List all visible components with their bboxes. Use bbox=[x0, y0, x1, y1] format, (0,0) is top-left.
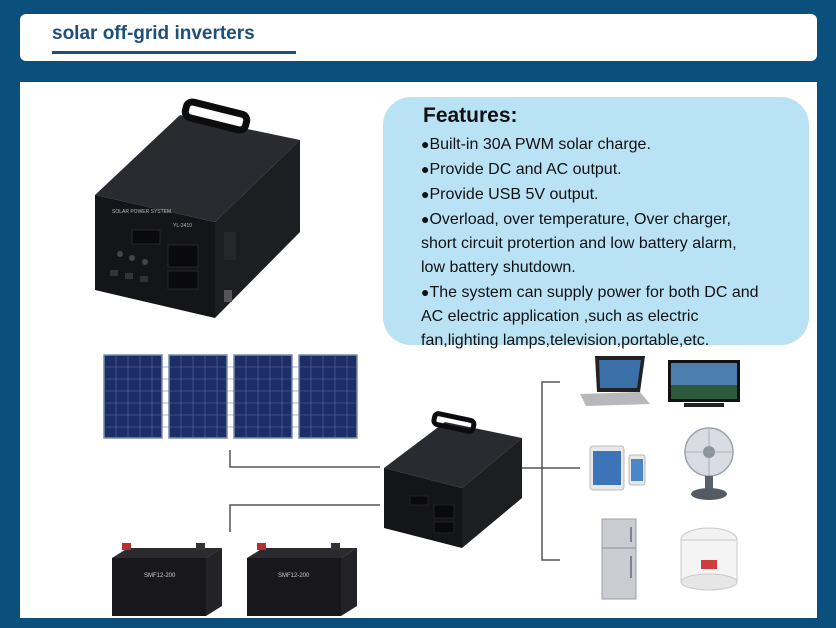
feature-text: low battery shutdown. bbox=[421, 259, 576, 276]
feature-text: Provide DC and AC output. bbox=[429, 161, 622, 178]
electric-fan-image bbox=[684, 427, 734, 500]
unit-model: YL-2410 bbox=[173, 223, 192, 229]
features-list: ●Built-in 30A PWM solar charge.●Provide … bbox=[421, 132, 801, 353]
feature-line: low battery shutdown. bbox=[421, 256, 801, 280]
feature-text: Built-in 30A PWM solar charge. bbox=[429, 136, 651, 153]
bullet-icon: ● bbox=[421, 136, 430, 152]
feature-line: short circuit protertion and low battery… bbox=[421, 232, 801, 256]
refrigerator-image bbox=[601, 518, 637, 600]
feature-line: ●Overload, over temperature, Over charge… bbox=[421, 207, 801, 232]
feature-text: The system can supply power for both DC … bbox=[429, 284, 759, 301]
television-image bbox=[668, 360, 740, 407]
title-underline bbox=[52, 51, 296, 54]
feature-line: ●Provide USB 5V output. bbox=[421, 182, 801, 207]
feature-line: ●Built-in 30A PWM solar charge. bbox=[421, 132, 801, 157]
tablet-phone-image bbox=[589, 445, 646, 491]
feature-line: ●The system can supply power for both DC… bbox=[421, 280, 801, 305]
rice-cooker-image bbox=[680, 527, 738, 591]
wiring-lines bbox=[229, 381, 580, 561]
feature-text: fan,lighting lamps,television,portable,e… bbox=[421, 332, 710, 349]
battery-2-label: SMF12-200 bbox=[278, 573, 310, 579]
bullet-icon: ● bbox=[421, 161, 430, 177]
bullet-icon: ● bbox=[421, 284, 430, 300]
feature-line: AC electric application ,such as electri… bbox=[421, 305, 801, 329]
features-title: Features: bbox=[423, 104, 518, 127]
feature-text: Overload, over temperature, Over charger… bbox=[429, 211, 731, 228]
laptop-image bbox=[580, 356, 650, 406]
inverter-unit-image: SOLAR POWER SYSTEM YL-2410 bbox=[95, 98, 300, 318]
feature-text: short circuit protertion and low battery… bbox=[421, 235, 737, 252]
page-title: solar off-grid inverters bbox=[52, 23, 255, 44]
feature-line: ●Provide DC and AC output. bbox=[421, 157, 801, 182]
features-callout: Features: ●Built-in 30A PWM solar charge… bbox=[383, 97, 809, 349]
battery-image: SMF12-200 SMF12-200 bbox=[112, 543, 357, 616]
feature-line: fan,lighting lamps,television,portable,e… bbox=[421, 329, 801, 353]
battery-1-label: SMF12-200 bbox=[144, 573, 176, 579]
feature-text: Provide USB 5V output. bbox=[429, 186, 599, 203]
feature-text: AC electric application ,such as electri… bbox=[421, 308, 699, 325]
solar-panel-image bbox=[103, 354, 358, 439]
bullet-icon: ● bbox=[421, 186, 430, 202]
bullet-icon: ● bbox=[421, 211, 430, 227]
unit-label: SOLAR POWER SYSTEM bbox=[112, 209, 171, 215]
inverter-unit-small-image bbox=[384, 411, 522, 548]
header-bar: solar off-grid inverters bbox=[20, 14, 817, 61]
